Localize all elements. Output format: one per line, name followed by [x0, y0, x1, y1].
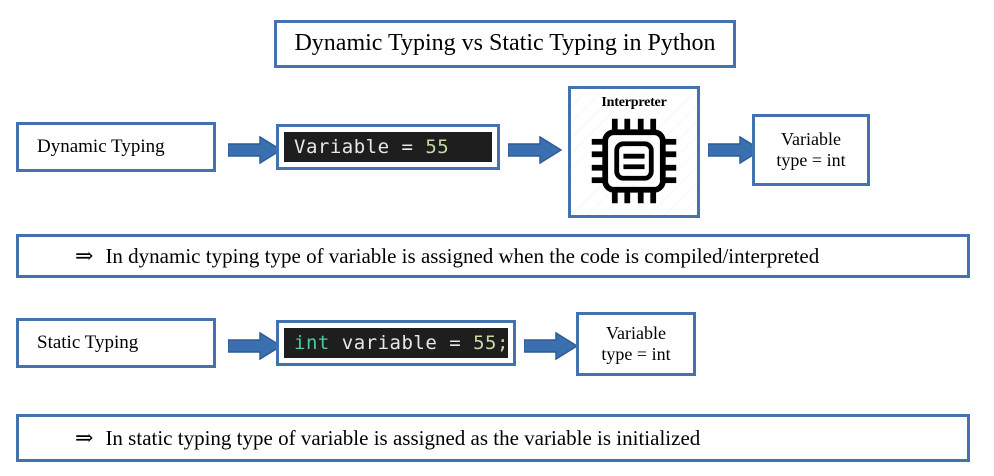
- static-statement-text: In static typing type of variable is ass…: [105, 425, 701, 450]
- dynamic-result-box: Variable type = int: [752, 114, 870, 186]
- right-arrow-icon-code-to-interpreter: [508, 135, 562, 165]
- dynamic-typing-label-box: Dynamic Typing: [16, 122, 216, 172]
- static-code-text: int variable = 55;: [284, 328, 508, 358]
- page-title-text: Dynamic Typing vs Static Typing in Pytho…: [294, 30, 716, 57]
- dynamic-result-line1: Variable: [781, 129, 841, 150]
- dynamic-statement-text: In dynamic typing type of variable is as…: [105, 243, 820, 268]
- dynamic-code-number: 55: [425, 136, 450, 158]
- static-code-number: 55;: [473, 332, 509, 354]
- static-typing-label-box: Static Typing: [16, 318, 216, 368]
- dynamic-code-text: Variable = 55: [284, 132, 492, 162]
- static-typing-label: Static Typing: [37, 332, 139, 354]
- dynamic-result-line2: type = int: [776, 150, 846, 170]
- static-result-line1: Variable: [606, 323, 666, 344]
- dynamic-code-plain: Variable =: [294, 136, 426, 158]
- static-code-box: int variable = 55;: [276, 320, 516, 366]
- interpreter-label: Interpreter: [601, 95, 667, 110]
- static-code-keyword: int: [294, 332, 330, 354]
- right-arrow-icon-interpreter-to-result: [708, 135, 762, 165]
- static-typing-statement: ⇒ In static typing type of variable is a…: [16, 414, 970, 462]
- right-arrow-icon-dynamic-to-code: [228, 135, 282, 165]
- right-arrow-icon-static-to-code: [228, 331, 282, 361]
- static-result-line2: type = int: [601, 344, 671, 364]
- dynamic-typing-label: Dynamic Typing: [37, 136, 165, 158]
- implies-arrow-icon: ⇒: [75, 243, 94, 269]
- page-title: Dynamic Typing vs Static Typing in Pytho…: [274, 20, 736, 68]
- dynamic-typing-statement: ⇒ In dynamic typing type of variable is …: [16, 234, 970, 278]
- dynamic-code-box: Variable = 55: [276, 124, 500, 170]
- interpreter-box: Interpreter: [568, 86, 700, 218]
- static-code-plain: variable =: [329, 332, 474, 354]
- right-arrow-icon-static-code-to-result: [524, 331, 578, 361]
- implies-arrow-icon: ⇒: [75, 425, 94, 451]
- static-result-box: Variable type = int: [576, 312, 696, 376]
- cpu-chip-icon: [591, 118, 677, 204]
